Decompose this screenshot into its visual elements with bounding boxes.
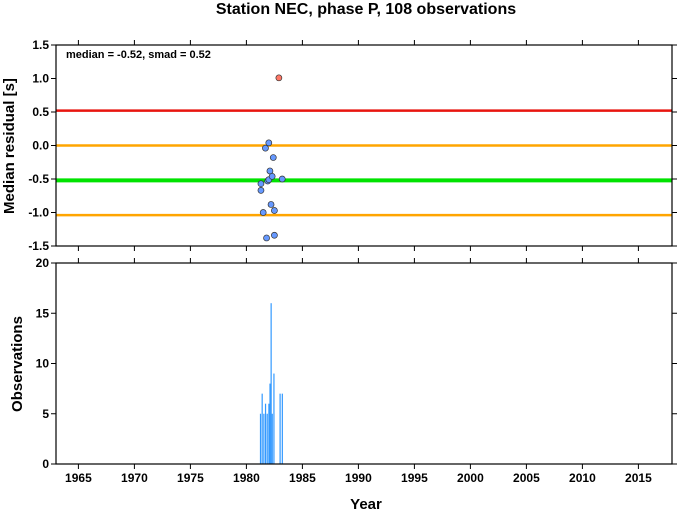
x-tick-label: 1980 <box>233 471 260 485</box>
chart-title: Station NEC, phase P, 108 observations <box>216 1 516 18</box>
observations-y-ticks: 20 15 10 5 0 <box>36 256 677 471</box>
residual-point <box>257 180 265 188</box>
y-tick-label: 20 <box>36 256 50 270</box>
observation-bars <box>259 303 283 464</box>
y-tick-label: 15 <box>36 306 50 320</box>
y-tick-label: 1.0 <box>32 72 49 86</box>
residual-point <box>268 172 276 180</box>
x-tick-label: 1995 <box>401 471 428 485</box>
reference-lines <box>56 109 672 217</box>
residual-point <box>267 201 275 208</box>
x-tick-label: 1970 <box>121 471 148 485</box>
observation-bar <box>270 303 272 464</box>
y-tick-label: 10 <box>36 357 50 371</box>
y-tick-label: 1.5 <box>32 38 49 52</box>
residual-point <box>271 231 278 239</box>
y-tick-label: 0.5 <box>32 105 49 119</box>
observation-bar <box>264 403 267 464</box>
y-tick-label: -0.5 <box>28 172 49 186</box>
x-axis-label: Year <box>350 496 382 511</box>
residual-point <box>275 74 283 82</box>
y-tick-label: -1.5 <box>28 239 49 253</box>
residual-point <box>271 207 278 214</box>
observations-x-ticks: 1965 1970 1975 1980 1985 1990 1995 2000 2005 2010… <box>65 258 652 485</box>
observation-bar <box>259 413 262 464</box>
residual-panel: 1.5 1.0 0.5 0.0 -0.5 -1.0 -1.5 median = -0.52,… <box>1 38 677 253</box>
residual-point <box>269 154 277 161</box>
x-tick-label: 2005 <box>513 471 540 485</box>
y-tick-label: 0.0 <box>32 139 49 153</box>
x-tick-label: 2000 <box>457 471 484 485</box>
observation-bar <box>281 393 283 464</box>
stats-annotation: median = -0.52, smad = 0.52 <box>66 49 211 61</box>
residual-points <box>257 74 286 242</box>
residual-point <box>262 144 269 152</box>
observation-bar <box>279 393 281 464</box>
y-tick-label: 0 <box>42 457 49 471</box>
residual-y-ticks: 1.5 1.0 0.5 0.0 -0.5 -1.0 -1.5 <box>28 38 677 253</box>
observation-bar <box>268 403 270 464</box>
residual-point <box>265 139 273 147</box>
x-tick-label: 1985 <box>289 471 316 485</box>
residual-point <box>257 187 265 194</box>
y-tick-label: 5 <box>42 407 49 421</box>
observation-bar <box>273 373 275 464</box>
observation-bar <box>269 383 271 464</box>
residual-point <box>278 175 286 183</box>
residual-point <box>263 234 270 242</box>
x-tick-label: 1965 <box>65 471 92 485</box>
residual-y-axis-label: Median residual [s] <box>1 78 18 214</box>
y-tick-label: -1.0 <box>28 206 49 220</box>
x-tick-label: 1990 <box>345 471 372 485</box>
residual-x-ticks <box>77 40 639 251</box>
observation-bar <box>271 413 273 464</box>
observation-bar <box>263 413 265 464</box>
observation-bar <box>261 393 263 464</box>
residual-point <box>259 209 267 216</box>
observation-bar <box>266 413 268 464</box>
observations-plot-frame <box>55 262 673 465</box>
observations-y-axis-label: Observations <box>9 316 26 412</box>
x-tick-label: 1975 <box>177 471 204 485</box>
x-tick-label: 2015 <box>625 471 652 485</box>
x-tick-label: 2010 <box>569 471 596 485</box>
